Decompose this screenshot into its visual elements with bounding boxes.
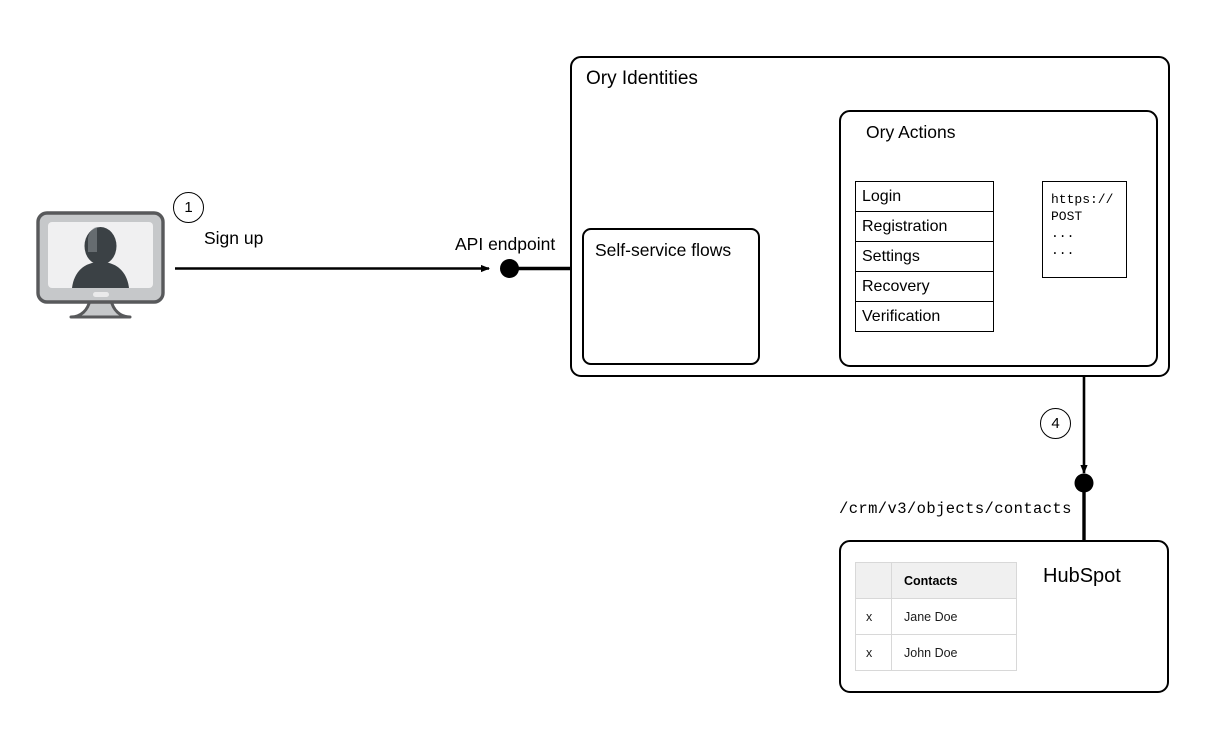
webhook-line-ellipsis-2: ... [1051,243,1075,258]
contacts-header-checkbox [855,562,892,599]
contacts-table: Contacts x Jane Doe x John Doe [855,562,1017,671]
row-checkbox-jane-doe[interactable]: x [855,598,892,635]
webhook-line-method: POST [1051,209,1083,224]
contacts-table-body: x Jane Doe x John Doe [855,598,1017,671]
monitor-user-icon [36,211,165,319]
row-name-jane-doe: Jane Doe [891,598,1017,635]
self-service-flows-title: Self-service flows [595,240,732,260]
webhook-request-box: https:// POST ... ... [1042,181,1127,278]
self-service-flows-container [582,228,760,365]
sign-up-label: Sign up [204,228,264,248]
flow-list-item-settings[interactable]: Settings [856,242,993,272]
contacts-table-head: Contacts [855,562,1017,599]
step-marker-1: 1 [173,192,204,223]
row-name-john-doe: John Doe [891,634,1017,671]
flow-list: Login Registration Settings Recovery Ver… [855,181,994,332]
hubspot-title: HubSpot [1043,565,1121,587]
ory-actions-title: Ory Actions [866,122,956,142]
api-endpoint-label: API endpoint [455,234,556,254]
row-checkbox-john-doe[interactable]: x [855,634,892,671]
ory-identities-title: Ory Identities [586,68,698,89]
webhook-line-ellipsis-1: ... [1051,226,1075,241]
flow-list-item-login[interactable]: Login [856,182,993,212]
api-endpoint-node [500,259,572,278]
webhook-line-url: https:// [1051,192,1114,207]
flow-list-item-registration[interactable]: Registration [856,212,993,242]
flow-list-item-verification[interactable]: Verification [856,302,993,332]
flow-list-item-recovery[interactable]: Recovery [856,272,993,302]
crm-path-label: /crm/v3/objects/contacts [839,500,1072,518]
step-marker-4: 4 [1040,408,1071,439]
table-row[interactable]: x Jane Doe [855,598,1017,635]
contacts-header-contacts: Contacts [891,562,1017,599]
contacts-table-header-row: Contacts [855,562,1017,599]
table-row[interactable]: x John Doe [855,634,1017,671]
